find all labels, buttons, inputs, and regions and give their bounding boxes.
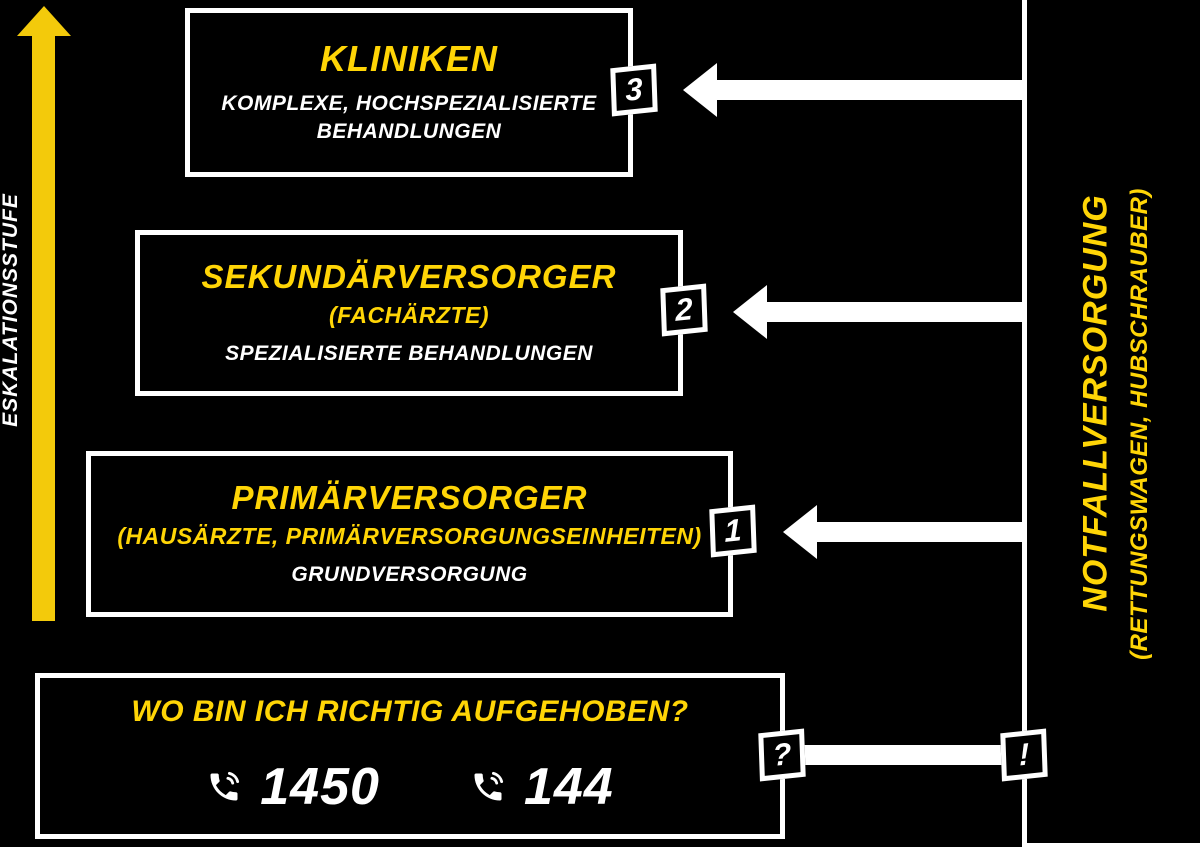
arrow-left-icon-level2 [733, 285, 1024, 339]
phone-ringing-icon [210, 771, 240, 801]
phone-numbers-row: 1450 144 [206, 757, 613, 817]
phone-number-1450: 1450 [260, 758, 380, 816]
arrow-left-icon-level3 [683, 63, 1024, 117]
question-box: WO BIN ICH RICHTIG AUFGEHOBEN? 1450 144 [35, 673, 785, 839]
emergency-bar-subtitle: (RETTUNGSWAGEN, HUBSCHRAUBER) [1126, 188, 1153, 660]
level2-badge: 2 [660, 283, 708, 337]
escalation-arrow-up-icon [17, 6, 71, 36]
level3-title: KLINIKEN [320, 38, 498, 80]
phone-group-1450: 1450 [206, 757, 380, 817]
emergency-bar-title: NOTFALLVERSORGUNG [1076, 194, 1115, 612]
question-box-title: WO BIN ICH RICHTIG AUFGEHOBEN? [131, 695, 689, 728]
phone-group-144: 144 [470, 757, 614, 817]
level-box-sekundaerversorger: SEKUNDÄRVERSORGER (FACHÄRZTE) SPEZIALISI… [135, 230, 683, 396]
level1-description: GRUNDVERSORGUNG [291, 562, 528, 586]
question-badge: ? [758, 728, 806, 782]
phone-number-144: 144 [523, 758, 614, 816]
level1-title: PRIMÄRVERSORGER [231, 479, 588, 517]
arrow-left-icon-level1 [783, 505, 1024, 559]
level1-badge: 1 [709, 504, 757, 558]
question-emergency-connector [783, 745, 1023, 765]
emergency-badge: ! [1000, 728, 1048, 782]
level1-subtitle: (HAUSÄRZTE, PRIMÄRVERSORGUNGSEINHEITEN) [117, 523, 702, 549]
level3-badge: 3 [610, 63, 658, 117]
phone-ringing-icon [474, 771, 504, 801]
level2-title: SEKUNDÄRVERSORGER [201, 258, 617, 296]
level-box-kliniken: KLINIKEN KOMPLEXE, HOCHSPEZIALISIERTE BE… [185, 8, 633, 177]
level2-subtitle: (FACHÄRZTE) [328, 302, 490, 328]
escalation-arrow-shaft [32, 33, 55, 621]
level2-description: SPEZIALISIERTE BEHANDLUNGEN [225, 341, 593, 365]
emergency-bar [1022, 0, 1200, 847]
level3-description: KOMPLEXE, HOCHSPEZIALISIERTE BEHANDLUNGE… [221, 91, 597, 144]
level-box-primaerversorger: PRIMÄRVERSORGER (HAUSÄRZTE, PRIMÄRVERSOR… [86, 451, 733, 617]
